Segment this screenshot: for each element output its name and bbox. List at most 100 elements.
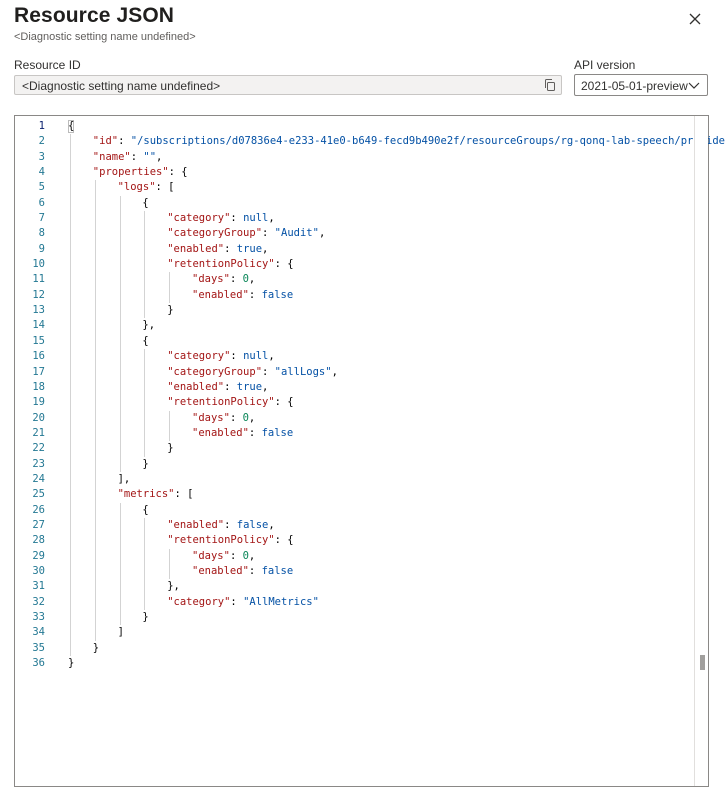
code-token: :	[230, 212, 244, 225]
code-line: 31},	[15, 579, 708, 595]
indent-guide	[119, 441, 121, 457]
code-line: 29"days": 0,	[15, 548, 708, 564]
line-number: 26	[32, 503, 45, 516]
line-number: 30	[32, 564, 45, 577]
code-text: "enabled": false	[192, 564, 293, 579]
close-icon[interactable]	[684, 8, 706, 30]
indent-guide	[94, 563, 96, 580]
line-number: 8	[38, 227, 45, 240]
indent-guide	[70, 502, 71, 518]
indent-guide	[94, 487, 96, 503]
code-token: "days"	[192, 273, 230, 286]
code-line: 22}	[15, 441, 708, 457]
indent-guide	[70, 226, 71, 242]
line-number: 6	[38, 196, 45, 209]
copy-icon[interactable]	[543, 78, 557, 92]
indent-guide	[70, 379, 71, 396]
code-token: "enabled"	[192, 564, 249, 577]
indent-guide	[70, 410, 71, 426]
indent-guide	[119, 333, 121, 350]
code-token: false	[261, 288, 294, 301]
code-token: : [	[174, 488, 194, 501]
indent-guide	[119, 548, 121, 564]
indent-guide	[119, 272, 121, 288]
line-number: 17	[32, 365, 45, 378]
indent-guide	[94, 625, 96, 641]
code-line: 25 "metrics": [	[15, 487, 708, 503]
code-token: {	[142, 196, 149, 209]
code-text: "days": 0,	[192, 272, 255, 287]
code-line: 1{	[15, 119, 708, 134]
resource-id-field[interactable]: <Diagnostic setting name undefined>	[14, 75, 562, 95]
code-token: :	[229, 411, 243, 424]
indent-guide	[94, 318, 96, 334]
code-token: "logs"	[117, 181, 156, 194]
code-token: 0	[242, 549, 249, 562]
code-text: "retentionPolicy": {	[167, 533, 293, 548]
code-line: 32"category": "AllMetrics"	[15, 594, 708, 610]
api-version-dropdown[interactable]: 2021-05-01-preview	[574, 74, 708, 96]
line-number: 14	[32, 319, 45, 332]
code-token: ,	[248, 411, 256, 424]
code-line: 34]	[15, 625, 708, 641]
code-token: "enabled"	[167, 380, 225, 393]
line-number: 2	[38, 135, 45, 148]
line-number: 24	[32, 472, 45, 485]
indent-guide	[70, 287, 71, 304]
indent-guide	[70, 548, 71, 564]
code-token: : {	[274, 534, 294, 547]
code-token: "enabled"	[192, 288, 249, 301]
code-text: "enabled": true,	[167, 242, 268, 257]
indent-guide	[144, 533, 146, 549]
code-text: "metrics": [	[118, 487, 194, 502]
code-text: }	[142, 457, 148, 472]
indent-guide	[119, 395, 121, 411]
code-line: 10"retentionPolicy": {	[15, 257, 708, 273]
indent-guide	[144, 594, 146, 610]
indent-guide	[94, 257, 96, 273]
code-token: {	[142, 503, 149, 516]
line-number: 25	[32, 488, 45, 501]
indent-guide	[94, 241, 96, 258]
code-token: "days"	[192, 411, 230, 424]
indent-guide	[94, 272, 96, 288]
code-token: : {	[274, 396, 294, 409]
indent-guide	[169, 548, 171, 564]
panel-subtitle: <Diagnostic setting name undefined>	[14, 31, 196, 43]
code-line: 30 "enabled": false	[15, 563, 708, 580]
code-line: 19"retentionPolicy": {	[15, 395, 708, 411]
code-text: }	[93, 641, 99, 656]
indent-guide	[119, 594, 121, 610]
code-token: "days"	[192, 549, 230, 562]
indent-guide	[94, 517, 96, 534]
code-text: ],	[118, 472, 131, 487]
code-line: 18"enabled": true,	[15, 379, 708, 396]
code-line: 4 "properties": {	[15, 165, 708, 181]
indent-guide	[70, 579, 71, 595]
code-text: "properties": {	[93, 165, 188, 180]
code-token: :	[130, 150, 144, 163]
code-line: 21"enabled": false	[15, 425, 708, 442]
indent-guide	[94, 471, 96, 488]
line-number: 10	[32, 258, 45, 271]
code-text: ]	[118, 625, 124, 640]
chevron-down-icon	[688, 82, 700, 89]
scrollbar-thumb[interactable]	[700, 655, 705, 670]
bracket-match-highlight	[68, 120, 74, 133]
line-number: 15	[32, 334, 45, 347]
json-editor[interactable]: 1{2"id": "/subscriptions/d07836e4-e233-4…	[14, 115, 725, 787]
indent-guide	[94, 425, 96, 442]
line-number: 5	[38, 181, 45, 194]
indent-guide	[119, 318, 121, 334]
indent-guide	[144, 395, 146, 411]
indent-guide	[119, 410, 121, 426]
vertical-scrollbar[interactable]	[694, 116, 708, 786]
code-text: }	[167, 441, 173, 456]
line-number: 29	[32, 549, 45, 562]
line-number: 4	[38, 166, 45, 179]
indent-guide	[70, 180, 71, 196]
code-token: true	[236, 242, 263, 255]
code-token: :	[224, 380, 237, 393]
code-token: :	[229, 273, 243, 286]
code-line: 16"category": null,	[15, 349, 708, 365]
